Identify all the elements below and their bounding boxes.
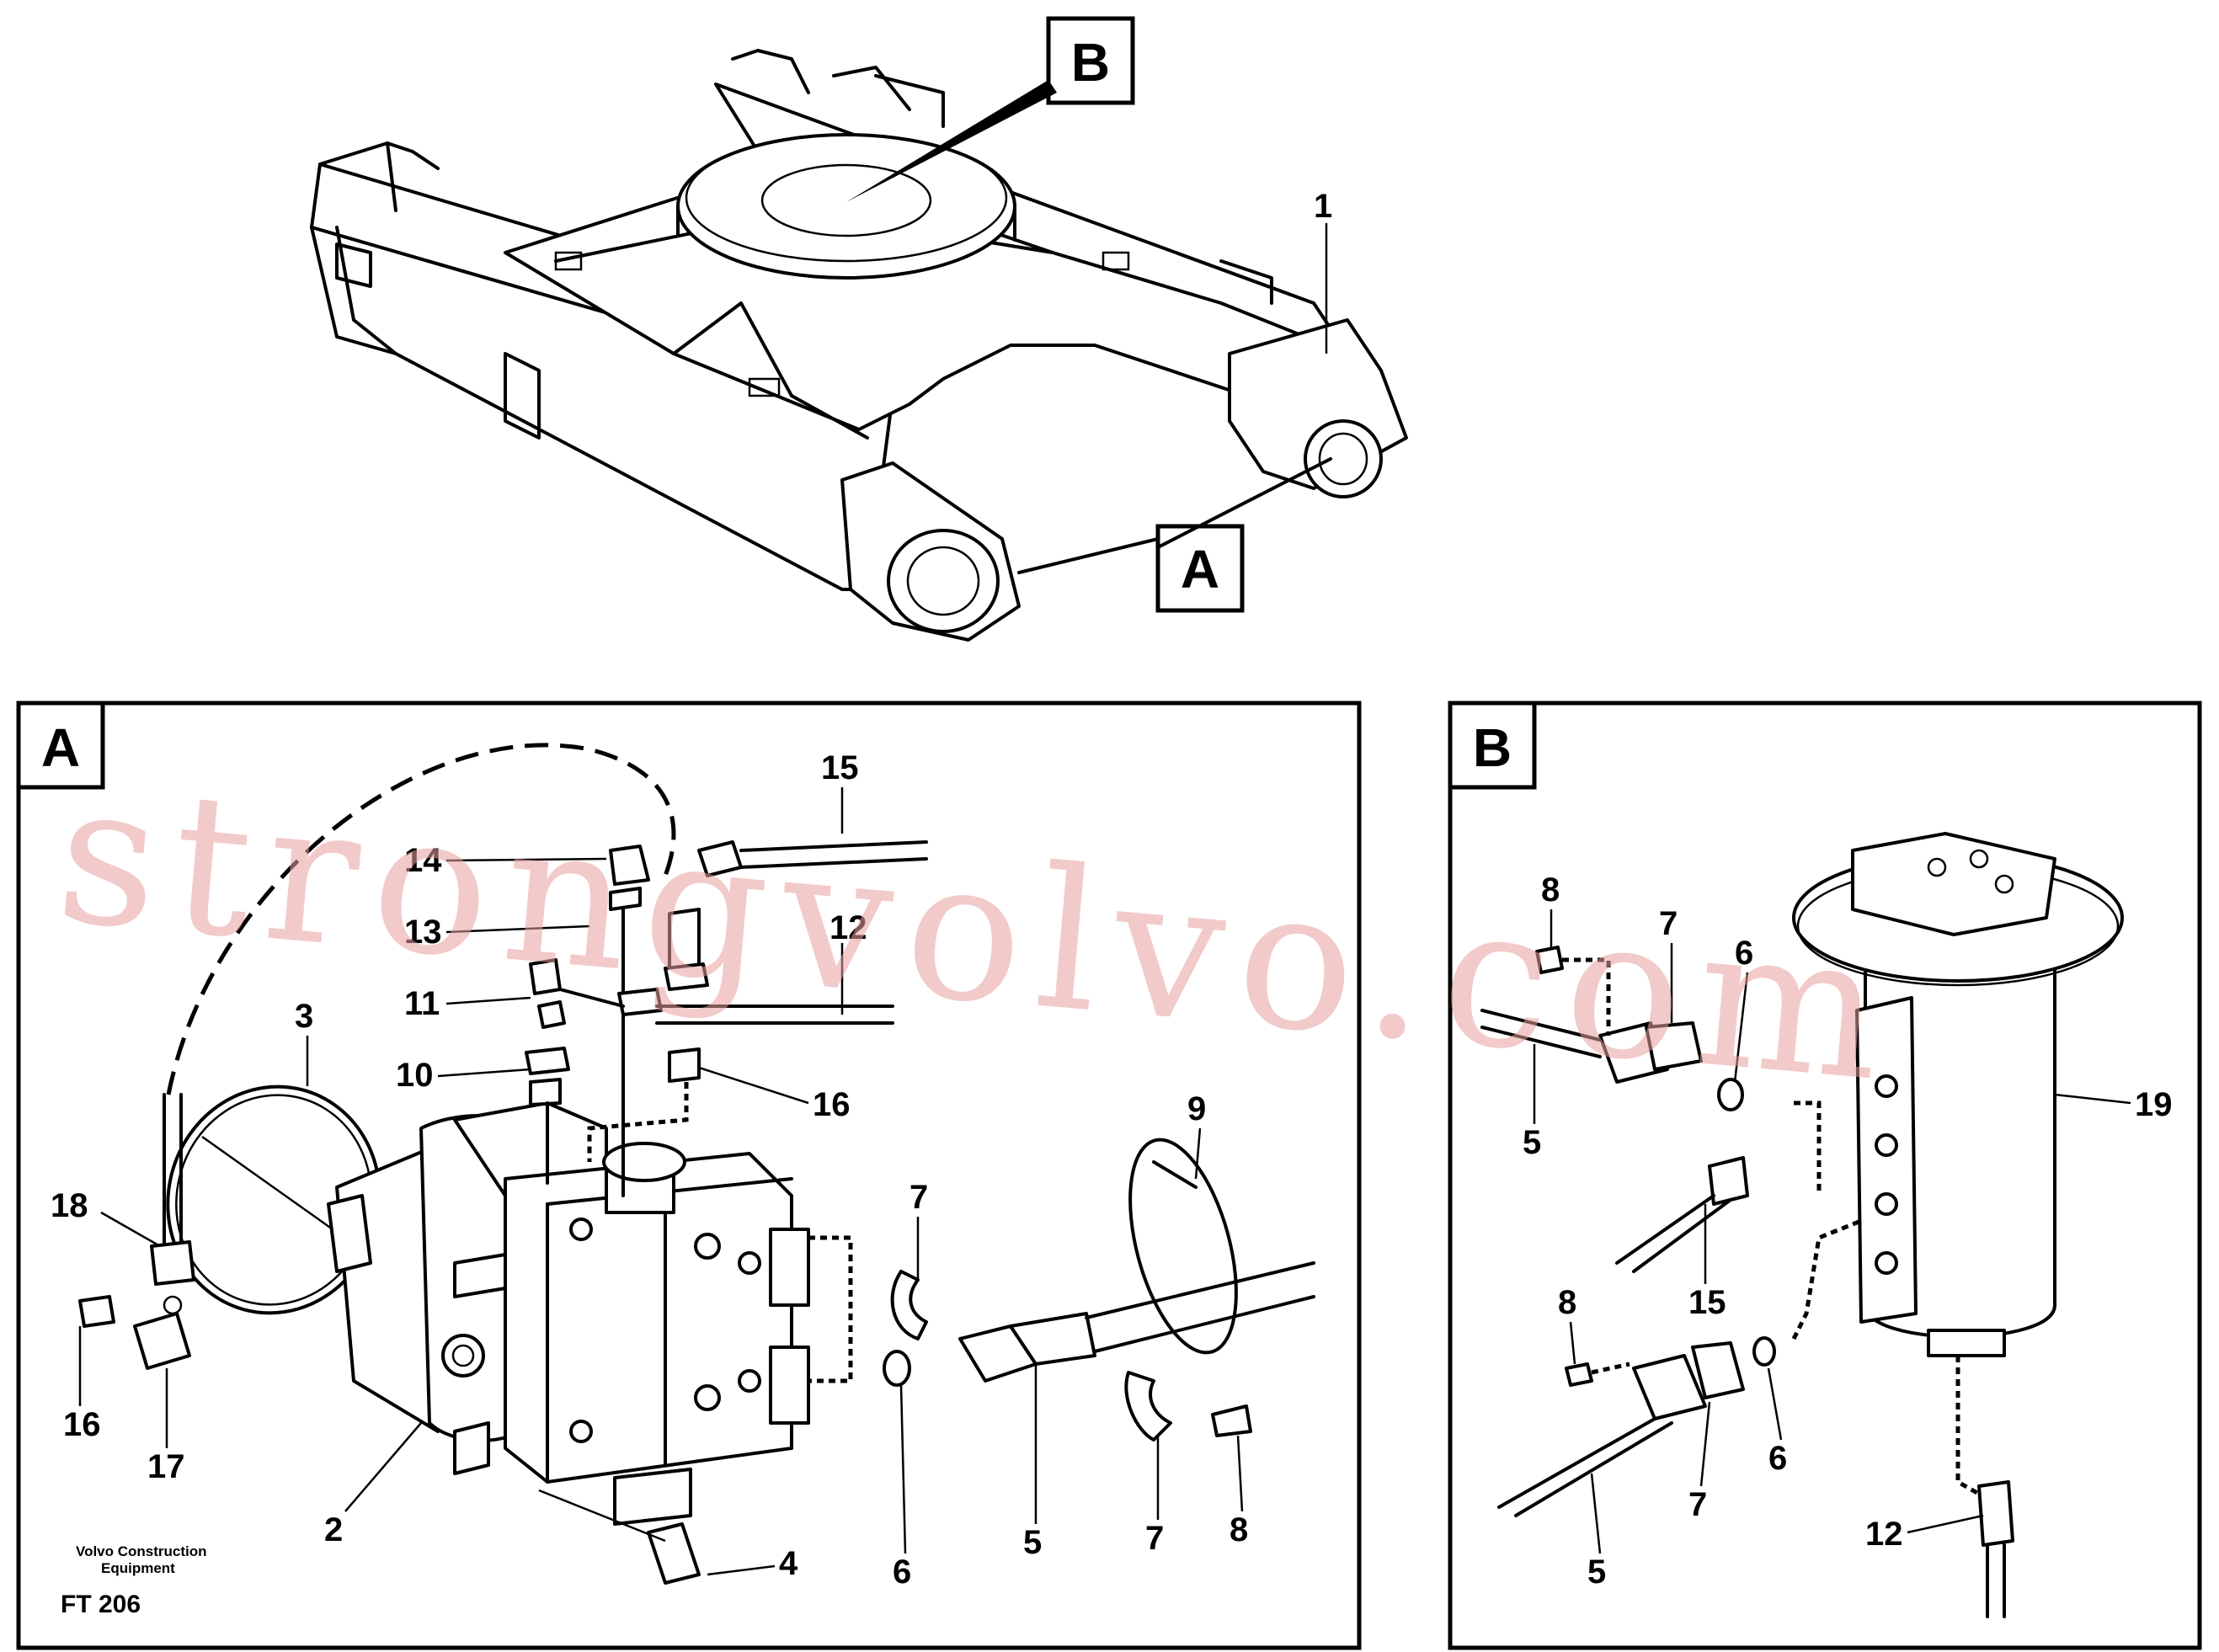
svg-text:13: 13 bbox=[404, 914, 442, 951]
svg-text:14: 14 bbox=[404, 842, 442, 879]
svg-text:12: 12 bbox=[1865, 1516, 1903, 1553]
svg-text:1: 1 bbox=[1314, 188, 1332, 225]
svg-text:Volvo Construction: Volvo Construction bbox=[76, 1543, 207, 1559]
callout-b: B bbox=[846, 16, 1135, 202]
svg-text:7: 7 bbox=[1659, 905, 1678, 942]
undercarriage-frame bbox=[310, 49, 1408, 642]
svg-text:FT 206: FT 206 bbox=[61, 1591, 141, 1618]
svg-text:11: 11 bbox=[404, 985, 440, 1022]
svg-text:B: B bbox=[1071, 32, 1110, 93]
svg-text:12: 12 bbox=[829, 909, 867, 946]
svg-text:7: 7 bbox=[1145, 1520, 1164, 1557]
svg-text:6: 6 bbox=[1768, 1440, 1787, 1477]
svg-text:15: 15 bbox=[1688, 1284, 1726, 1321]
watermark-text: strongvolvo.com bbox=[50, 741, 1906, 1126]
svg-text:17: 17 bbox=[147, 1448, 185, 1485]
svg-text:B: B bbox=[1473, 717, 1512, 778]
callout-a: A bbox=[1017, 457, 1332, 613]
svg-text:7: 7 bbox=[1688, 1486, 1707, 1523]
svg-text:5: 5 bbox=[1587, 1553, 1606, 1591]
svg-text:6: 6 bbox=[1735, 935, 1753, 972]
label-1: 1 bbox=[1314, 188, 1332, 354]
svg-text:16: 16 bbox=[813, 1086, 851, 1123]
svg-text:8: 8 bbox=[1230, 1511, 1248, 1548]
svg-text:8: 8 bbox=[1558, 1284, 1576, 1321]
svg-text:8: 8 bbox=[1541, 871, 1560, 909]
svg-text:5: 5 bbox=[1023, 1524, 1042, 1561]
svg-text:6: 6 bbox=[893, 1553, 911, 1591]
svg-text:A: A bbox=[41, 717, 80, 778]
svg-text:A: A bbox=[1181, 539, 1219, 600]
svg-text:5: 5 bbox=[1523, 1124, 1541, 1161]
svg-text:4: 4 bbox=[779, 1545, 798, 1582]
panel-b: B bbox=[1448, 701, 2202, 1650]
svg-text:10: 10 bbox=[396, 1057, 434, 1094]
svg-text:18: 18 bbox=[51, 1187, 88, 1224]
svg-text:9: 9 bbox=[1187, 1090, 1206, 1127]
svg-text:7: 7 bbox=[909, 1179, 928, 1216]
svg-text:2: 2 bbox=[324, 1511, 343, 1548]
svg-text:16: 16 bbox=[63, 1406, 101, 1443]
svg-text:3: 3 bbox=[295, 998, 313, 1035]
panel-a: A bbox=[16, 701, 1362, 1650]
svg-text:Equipment: Equipment bbox=[101, 1560, 175, 1576]
svg-text:19: 19 bbox=[2135, 1086, 2173, 1123]
svg-text:15: 15 bbox=[821, 749, 859, 786]
